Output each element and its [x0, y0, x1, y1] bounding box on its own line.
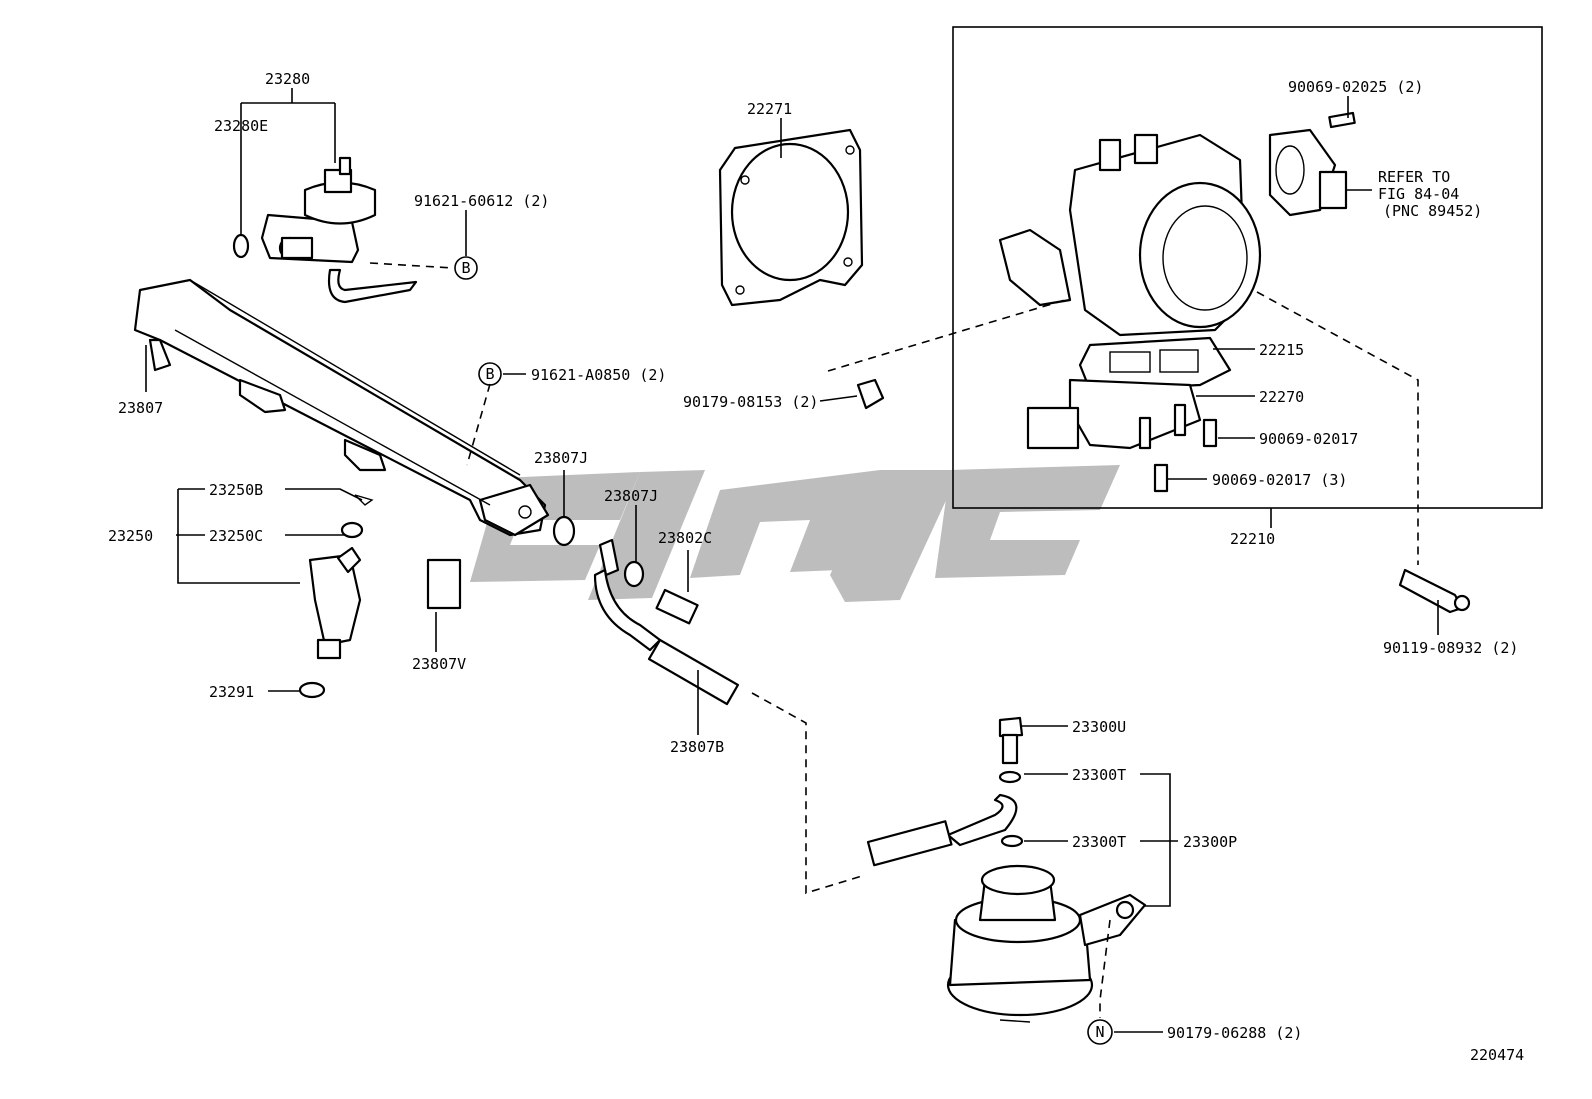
diagram-id: 220474	[1470, 1046, 1524, 1064]
label-23300u: 23300U	[1072, 718, 1126, 736]
label-23300t-a: 23300T	[1072, 766, 1126, 784]
callout-b-upper: B	[454, 256, 478, 280]
label-23250: 23250	[108, 527, 153, 545]
label-23250c: 23250C	[209, 527, 263, 545]
label-23300t-b: 23300T	[1072, 833, 1126, 851]
label-91621-a0850: 91621-A0850 (2)	[531, 366, 666, 384]
throttle-body-drawing	[998, 133, 1262, 337]
label-23807: 23807	[118, 399, 163, 417]
label-23802c: 23802C	[658, 529, 712, 547]
label-23280: 23280	[265, 70, 310, 88]
label-22215: 22215	[1259, 341, 1304, 359]
label-90179-08153: 90179-08153 (2)	[683, 393, 818, 411]
callout-b-lower-text: B	[485, 365, 494, 383]
throttle-sensor-drawing	[1268, 111, 1356, 217]
fuel-rail-drawing	[133, 278, 550, 537]
label-23807b: 23807B	[670, 738, 724, 756]
hose-drawing	[426, 515, 1018, 867]
isc-valve-drawing	[1026, 336, 1232, 450]
label-90119-08932: 90119-08932 (2)	[1383, 639, 1518, 657]
label-90179-06288: 90179-06288 (2)	[1167, 1024, 1302, 1042]
label-refer-line1: REFER TO	[1378, 168, 1450, 186]
label-91621-60612: 91621-60612 (2)	[414, 192, 549, 210]
label-refer-line2: FIG 84-04	[1378, 185, 1459, 203]
part-labels: 23280 23280E 91621-60612 (2) 22271 90069…	[108, 70, 1524, 1064]
label-90069-02017-b: 90069-02017 (3)	[1212, 471, 1347, 489]
label-23300p: 23300P	[1183, 833, 1237, 851]
watermark-logo	[470, 465, 1120, 602]
label-23807j-a: 23807J	[534, 449, 588, 467]
callout-n: N	[1087, 1019, 1113, 1045]
label-22210: 22210	[1230, 530, 1275, 548]
label-23291: 23291	[209, 683, 254, 701]
callout-n-text: N	[1095, 1023, 1104, 1041]
label-refer-line3: (PNC 89452)	[1383, 202, 1482, 220]
leader-lines	[145, 88, 1439, 1033]
label-22270: 22270	[1259, 388, 1304, 406]
label-23250b: 23250B	[209, 481, 263, 499]
label-22271: 22271	[747, 100, 792, 118]
injector-drawing	[298, 494, 374, 699]
callout-b-upper-text: B	[461, 259, 470, 277]
label-90069-02025: 90069-02025 (2)	[1288, 78, 1423, 96]
pulsation-damper-drawing	[946, 864, 1147, 1023]
label-23807j-b: 23807J	[604, 487, 658, 505]
gasket-22271-drawing	[718, 128, 864, 307]
throttle-body-group-box	[952, 26, 1543, 509]
callout-b-lower: B	[478, 362, 502, 386]
label-90069-02017-a: 90069-02017	[1259, 430, 1358, 448]
dashed-lines	[369, 262, 1419, 1018]
fasteners-drawing	[856, 378, 1471, 848]
label-23280e: 23280E	[214, 117, 268, 135]
pressure-regulator-drawing	[232, 156, 418, 304]
label-23807v: 23807V	[412, 655, 466, 673]
